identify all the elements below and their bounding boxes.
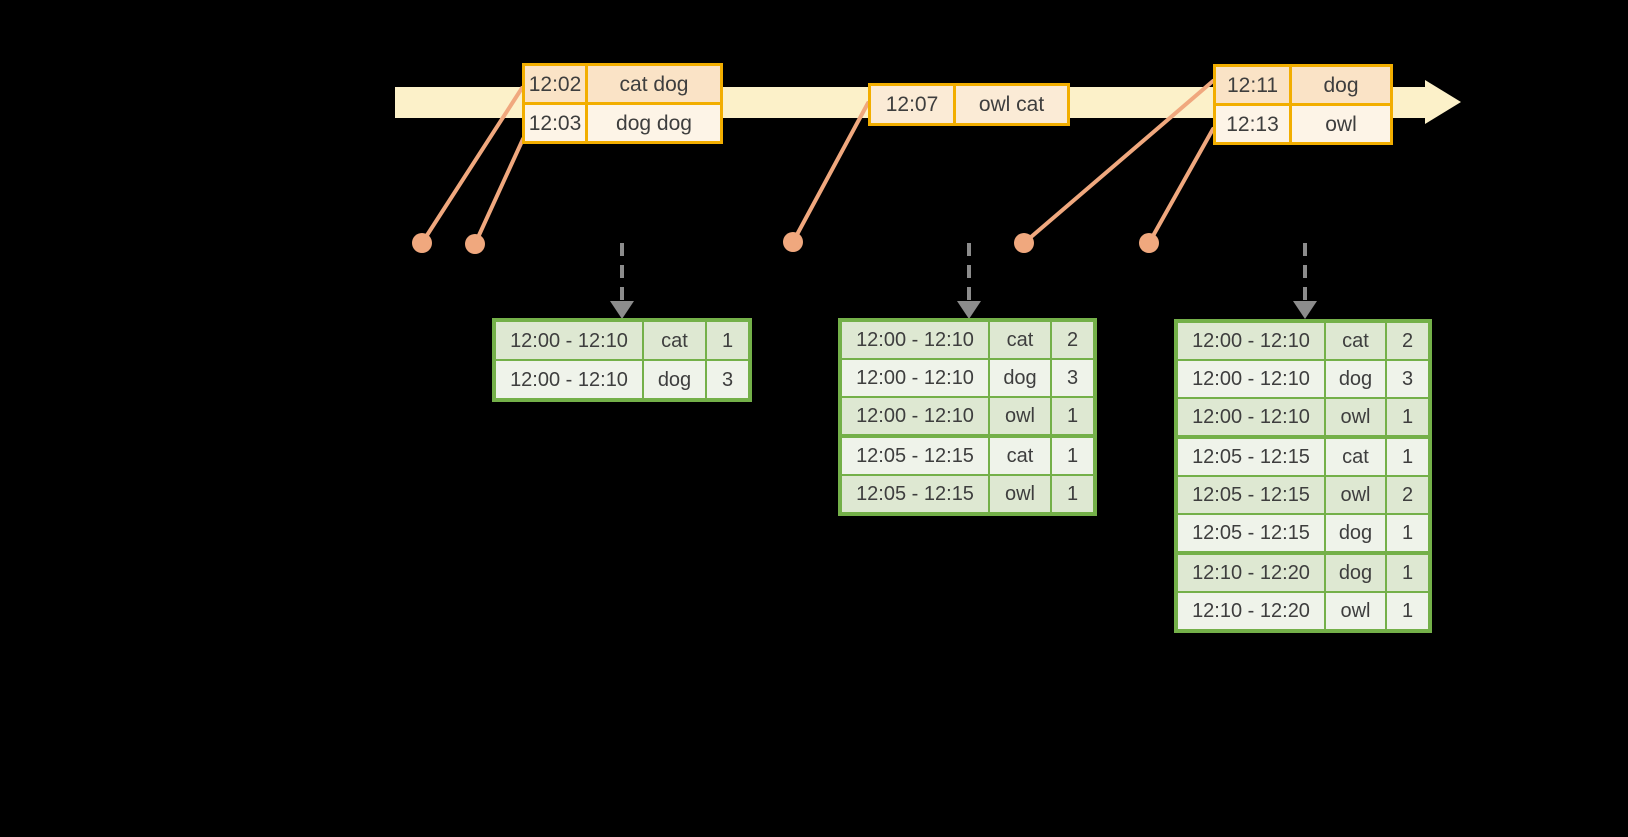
window-cell: 12:00 - 12:10: [496, 361, 642, 398]
event-dot: [1014, 233, 1034, 253]
count-cell: 1: [1387, 439, 1428, 475]
count-cell: 1: [1387, 399, 1428, 435]
event-time-cell: 12:02: [525, 66, 585, 102]
window-cell: 12:05 - 12:15: [1178, 515, 1324, 551]
count-cell: 2: [1387, 477, 1428, 513]
trigger-arrow-head: [1293, 301, 1317, 319]
window-cell: 12:00 - 12:10: [496, 322, 642, 359]
word-cell: cat: [644, 322, 705, 359]
window-cell: 12:00 - 12:10: [842, 322, 988, 358]
event-connector-line: [1147, 127, 1215, 245]
count-cell: 2: [1052, 322, 1093, 358]
event-connector-line: [473, 137, 525, 246]
event-dot: [1139, 233, 1159, 253]
word-cell: owl: [990, 476, 1050, 512]
count-cell: 3: [1387, 361, 1428, 397]
word-cell: dog: [644, 361, 705, 398]
word-cell: owl: [1326, 399, 1385, 435]
count-cell: 1: [1387, 555, 1428, 591]
event-words-cell: dog dog: [588, 105, 720, 141]
event-words-cell: owl cat: [956, 86, 1067, 123]
count-cell: 1: [1387, 515, 1428, 551]
event-words-cell: dog: [1292, 67, 1390, 103]
event-words-cell: cat dog: [588, 66, 720, 102]
count-cell: 2: [1387, 323, 1428, 359]
event-time-cell: 12:13: [1216, 106, 1289, 142]
word-cell: owl: [1326, 477, 1385, 513]
event-time-cell: 12:07: [871, 86, 953, 123]
count-cell: 1: [1052, 398, 1093, 434]
word-cell: owl: [990, 398, 1050, 434]
window-cell: 12:05 - 12:15: [1178, 439, 1324, 475]
trigger-arrow-head: [610, 301, 634, 319]
window-cell: 12:05 - 12:15: [842, 476, 988, 512]
count-cell: 1: [1052, 476, 1093, 512]
window-cell: 12:00 - 12:10: [1178, 361, 1324, 397]
word-cell: dog: [990, 360, 1050, 396]
window-cell: 12:05 - 12:15: [842, 438, 988, 474]
count-cell: 3: [707, 361, 748, 398]
count-cell: 3: [1052, 360, 1093, 396]
word-cell: cat: [1326, 323, 1385, 359]
word-cell: dog: [1326, 361, 1385, 397]
count-cell: 1: [1052, 438, 1093, 474]
window-cell: 12:00 - 12:10: [1178, 323, 1324, 359]
event-time-cell: 12:11: [1216, 67, 1289, 103]
count-cell: 1: [1387, 593, 1428, 629]
window-cell: 12:00 - 12:10: [842, 398, 988, 434]
window-cell: 12:10 - 12:20: [1178, 555, 1324, 591]
event-time-cell: 12:03: [525, 105, 585, 141]
word-cell: dog: [1326, 515, 1385, 551]
timeline-arrowhead: [1425, 80, 1461, 124]
event-dot: [465, 234, 485, 254]
event-connector-line: [791, 101, 870, 244]
word-cell: cat: [990, 438, 1050, 474]
word-cell: cat: [1326, 439, 1385, 475]
window-cell: 12:10 - 12:20: [1178, 593, 1324, 629]
event-dot: [783, 232, 803, 252]
word-cell: dog: [1326, 555, 1385, 591]
trigger-arrow-head: [957, 301, 981, 319]
window-cell: 12:00 - 12:10: [1178, 399, 1324, 435]
event-words-cell: owl: [1292, 106, 1390, 142]
window-cell: 12:05 - 12:15: [1178, 477, 1324, 513]
word-cell: owl: [1326, 593, 1385, 629]
window-cell: 12:00 - 12:10: [842, 360, 988, 396]
count-cell: 1: [707, 322, 748, 359]
event-dot: [412, 233, 432, 253]
word-cell: cat: [990, 322, 1050, 358]
